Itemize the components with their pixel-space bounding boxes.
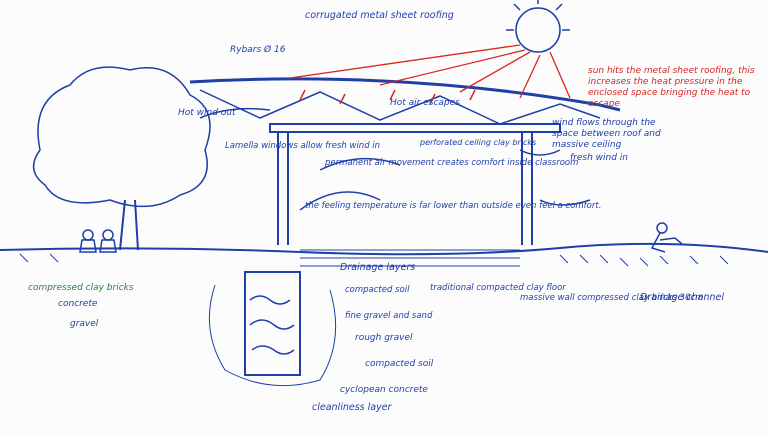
note-wind-flow: wind flows through the space between roo… (552, 118, 661, 150)
ceiling-slab (269, 123, 561, 133)
label-compacted-soil-2: compacted soil (365, 359, 434, 369)
wind-arrow-in (299, 149, 591, 211)
label-lamella: Lamella windows allow fresh wind in (225, 141, 380, 151)
label-drainage-layers: Drainage layers (340, 262, 415, 273)
label-rebars: Rybars Ø 16 (230, 44, 286, 55)
label-feeling-temp: the feeling temperature is far lower tha… (305, 201, 601, 211)
person-2 (102, 229, 114, 241)
label-drainage-channel: Drainage channel (640, 292, 724, 303)
sun-rays (506, 0, 570, 31)
label-cleanliness: cleanliness layer (312, 402, 393, 413)
label-air-movement: permanent air movement creates comfort i… (324, 158, 578, 168)
sun-heat-arrows (289, 44, 571, 99)
tree-trunk (119, 199, 139, 251)
foundation-stones (249, 295, 295, 355)
label-hot-air: Hot air escapes (390, 98, 460, 108)
label-traditional-floor: traditional compacted clay floor (430, 283, 566, 293)
person-1 (82, 229, 94, 241)
sun-icon (515, 7, 561, 53)
worker-head (656, 222, 668, 234)
label-roofing: corrugated metal sheet roofing (305, 10, 454, 21)
right-wall (521, 132, 533, 245)
roof-truss (199, 89, 601, 125)
label-rough-gravel: rough gravel (355, 333, 413, 343)
footing-outline (208, 284, 337, 387)
label-concrete: concrete (58, 299, 98, 309)
tree-canopy (32, 66, 211, 208)
label-massive-wall: massive wall compressed clay bricks 30cm (520, 293, 703, 303)
person-1-body (79, 239, 97, 253)
label-cyclopean: cyclopean concrete (340, 385, 428, 395)
label-compacted-soil: compacted soil (345, 285, 410, 295)
worker-body (650, 232, 683, 253)
person-2-body (99, 239, 117, 253)
label-gravel-sand: fine gravel and sand (345, 311, 433, 321)
roof-sheet (189, 77, 621, 112)
label-compressed-bricks: compressed clay bricks (28, 283, 134, 293)
ground-hatch (19, 253, 729, 267)
label-gravel: gravel (70, 319, 99, 329)
hot-air-arrows (299, 89, 476, 105)
label-fresh-wind: fresh wind in (570, 153, 628, 163)
floor-layers (300, 249, 520, 267)
note-sun: sun hits the metal sheet roofing, this i… (588, 66, 755, 109)
left-wall (277, 132, 289, 245)
label-hot-wind-out: Hot wind out (178, 108, 236, 118)
wind-arrow-out (199, 107, 271, 119)
label-perforated-ceiling: perforated ceiling clay bricks (419, 138, 536, 147)
foundation-wall (244, 271, 301, 376)
